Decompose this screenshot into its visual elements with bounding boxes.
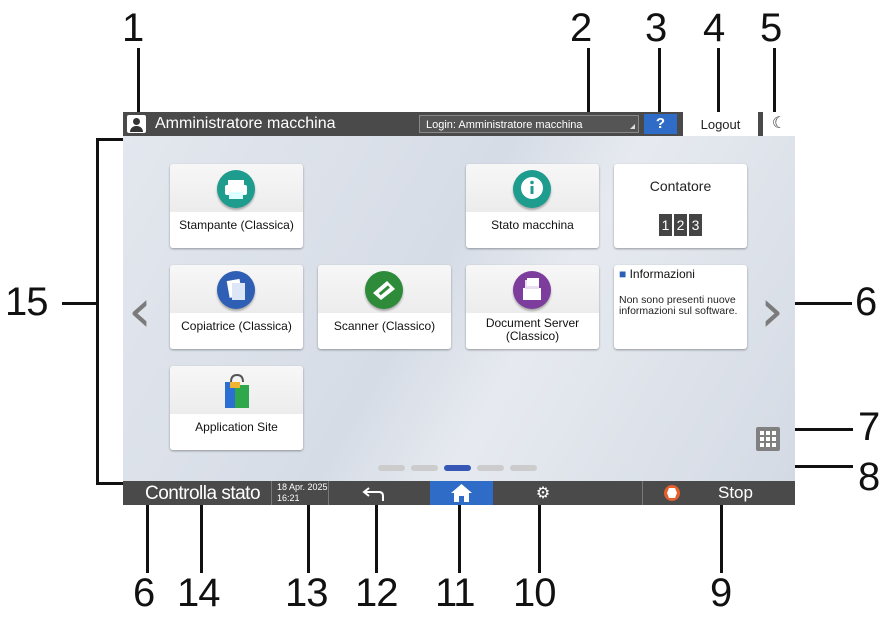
help-button[interactable]: ? — [644, 114, 677, 134]
divider — [328, 481, 329, 505]
callout-6-right: 6 — [855, 280, 877, 324]
divider — [271, 481, 272, 505]
leader-5 — [773, 48, 776, 113]
callout-2: 2 — [570, 6, 592, 50]
info-icon — [513, 170, 551, 208]
leader-11 — [458, 505, 461, 573]
gear-icon: ⚙ — [535, 483, 551, 502]
home-icon — [451, 484, 472, 502]
app-area: Stampante (Classica) Stato macchina Cont… — [123, 136, 795, 481]
application-list-button[interactable] — [756, 427, 780, 451]
document-server-classic-tile[interactable]: Document Server (Classico) — [466, 265, 599, 349]
page-indicator-dot-2[interactable] — [411, 465, 438, 471]
callout-6-left: 6 — [133, 571, 155, 615]
counter-digits-icon: 1 2 3 — [659, 214, 702, 236]
tile-label: Application Site — [195, 420, 278, 434]
information-header: ■ Informazioni — [619, 267, 695, 281]
leader-13 — [307, 505, 310, 573]
callout-7: 7 — [858, 405, 880, 449]
callout-13: 13 — [285, 571, 328, 615]
callout-11: 11 — [435, 571, 476, 615]
copier-classic-tile[interactable]: Copiatrice (Classica) — [170, 265, 303, 349]
leader-10 — [538, 505, 541, 573]
callout-4: 4 — [703, 6, 725, 50]
copier-icon — [217, 271, 255, 309]
information-icon: ■ — [619, 267, 627, 281]
leader-4 — [717, 48, 720, 113]
callout-1: 1 — [122, 6, 144, 50]
back-arrow-icon — [362, 487, 384, 501]
user-icon[interactable] — [127, 115, 146, 133]
tile-label: Scanner (Classico) — [333, 319, 436, 333]
printer-icon — [217, 170, 255, 208]
page-indicator-dot-1[interactable] — [378, 465, 405, 471]
leader-6-right — [790, 302, 852, 305]
page-indicator-dot-3-active[interactable] — [444, 465, 471, 471]
logout-button[interactable]: Logout — [683, 112, 758, 136]
previous-page-arrow-icon[interactable]: ‹ — [128, 276, 152, 346]
stop-icon — [664, 485, 680, 501]
leader-3 — [658, 48, 661, 113]
information-message: Non sono presenti nuove informazioni sul… — [619, 294, 738, 317]
tile-label: Copiatrice (Classica) — [181, 319, 292, 333]
back-button[interactable] — [361, 483, 391, 503]
system-message-area: Amministratore macchina Login: Amministr… — [123, 112, 795, 136]
settings-button[interactable]: ⚙ — [528, 483, 558, 503]
logged-in-user-name: Amministratore macchina — [155, 115, 336, 132]
date-display: 18 Apr. 2025 — [277, 482, 328, 492]
page-indicator-dot-5[interactable] — [510, 465, 537, 471]
counter-widget[interactable]: Contatore 1 2 3 — [614, 164, 747, 248]
energy-saver-button[interactable]: ☾ — [763, 112, 795, 136]
home-screen: Amministratore macchina Login: Amministr… — [123, 112, 795, 505]
next-page-arrow-icon[interactable]: › — [760, 276, 784, 346]
tile-label: Document Server (Classico) — [485, 316, 580, 343]
bracket-15-top — [96, 138, 126, 141]
scanner-icon — [365, 271, 403, 309]
bottom-bar: Controlla stato 18 Apr. 2025 16:21 ⚙ Sto… — [123, 481, 795, 505]
leader-9 — [720, 505, 723, 573]
check-status-button[interactable]: Controlla stato — [145, 483, 261, 504]
leader-2 — [587, 48, 590, 113]
leader-15 — [62, 302, 98, 305]
page-indicator-dot-4[interactable] — [477, 465, 504, 471]
leader-12 — [375, 505, 378, 573]
scanner-classic-tile[interactable]: Scanner (Classico) — [318, 265, 451, 349]
application-site-tile[interactable]: Application Site — [170, 366, 303, 450]
time-display: 16:21 — [277, 493, 300, 503]
counter-title: Contatore — [649, 178, 712, 194]
expand-corner-icon — [630, 124, 635, 129]
tile-label: Stato macchina — [491, 218, 574, 232]
callout-8: 8 — [858, 455, 880, 499]
tile-label: Stampante (Classica) — [179, 218, 294, 232]
login-user-field[interactable]: Login: Amministratore macchina — [419, 115, 639, 133]
document-server-icon — [513, 271, 551, 309]
printer-classic-tile[interactable]: Stampante (Classica) — [170, 164, 303, 248]
bracket-15-vertical — [96, 138, 99, 484]
home-button[interactable] — [430, 481, 493, 505]
callout-3: 3 — [645, 6, 667, 50]
callout-9: 9 — [710, 571, 732, 615]
shopping-bag-icon — [222, 372, 252, 410]
divider — [642, 481, 643, 505]
leader-1 — [137, 48, 140, 113]
callout-5: 5 — [760, 6, 782, 50]
stop-button[interactable]: Stop — [643, 481, 795, 505]
bracket-15-bottom — [96, 482, 126, 485]
callout-10: 10 — [513, 571, 556, 615]
machine-status-tile[interactable]: Stato macchina — [466, 164, 599, 248]
login-text: Login: Amministratore macchina — [426, 119, 583, 131]
information-widget[interactable]: ■ Informazioni Non sono presenti nuove i… — [614, 265, 747, 349]
leader-7 — [785, 428, 853, 431]
leader-14 — [200, 505, 203, 573]
callout-12: 12 — [355, 571, 398, 615]
callout-15: 15 — [5, 280, 48, 324]
stop-label: Stop — [718, 483, 753, 502]
moon-icon: ☾ — [771, 115, 787, 132]
callout-14: 14 — [177, 571, 220, 615]
